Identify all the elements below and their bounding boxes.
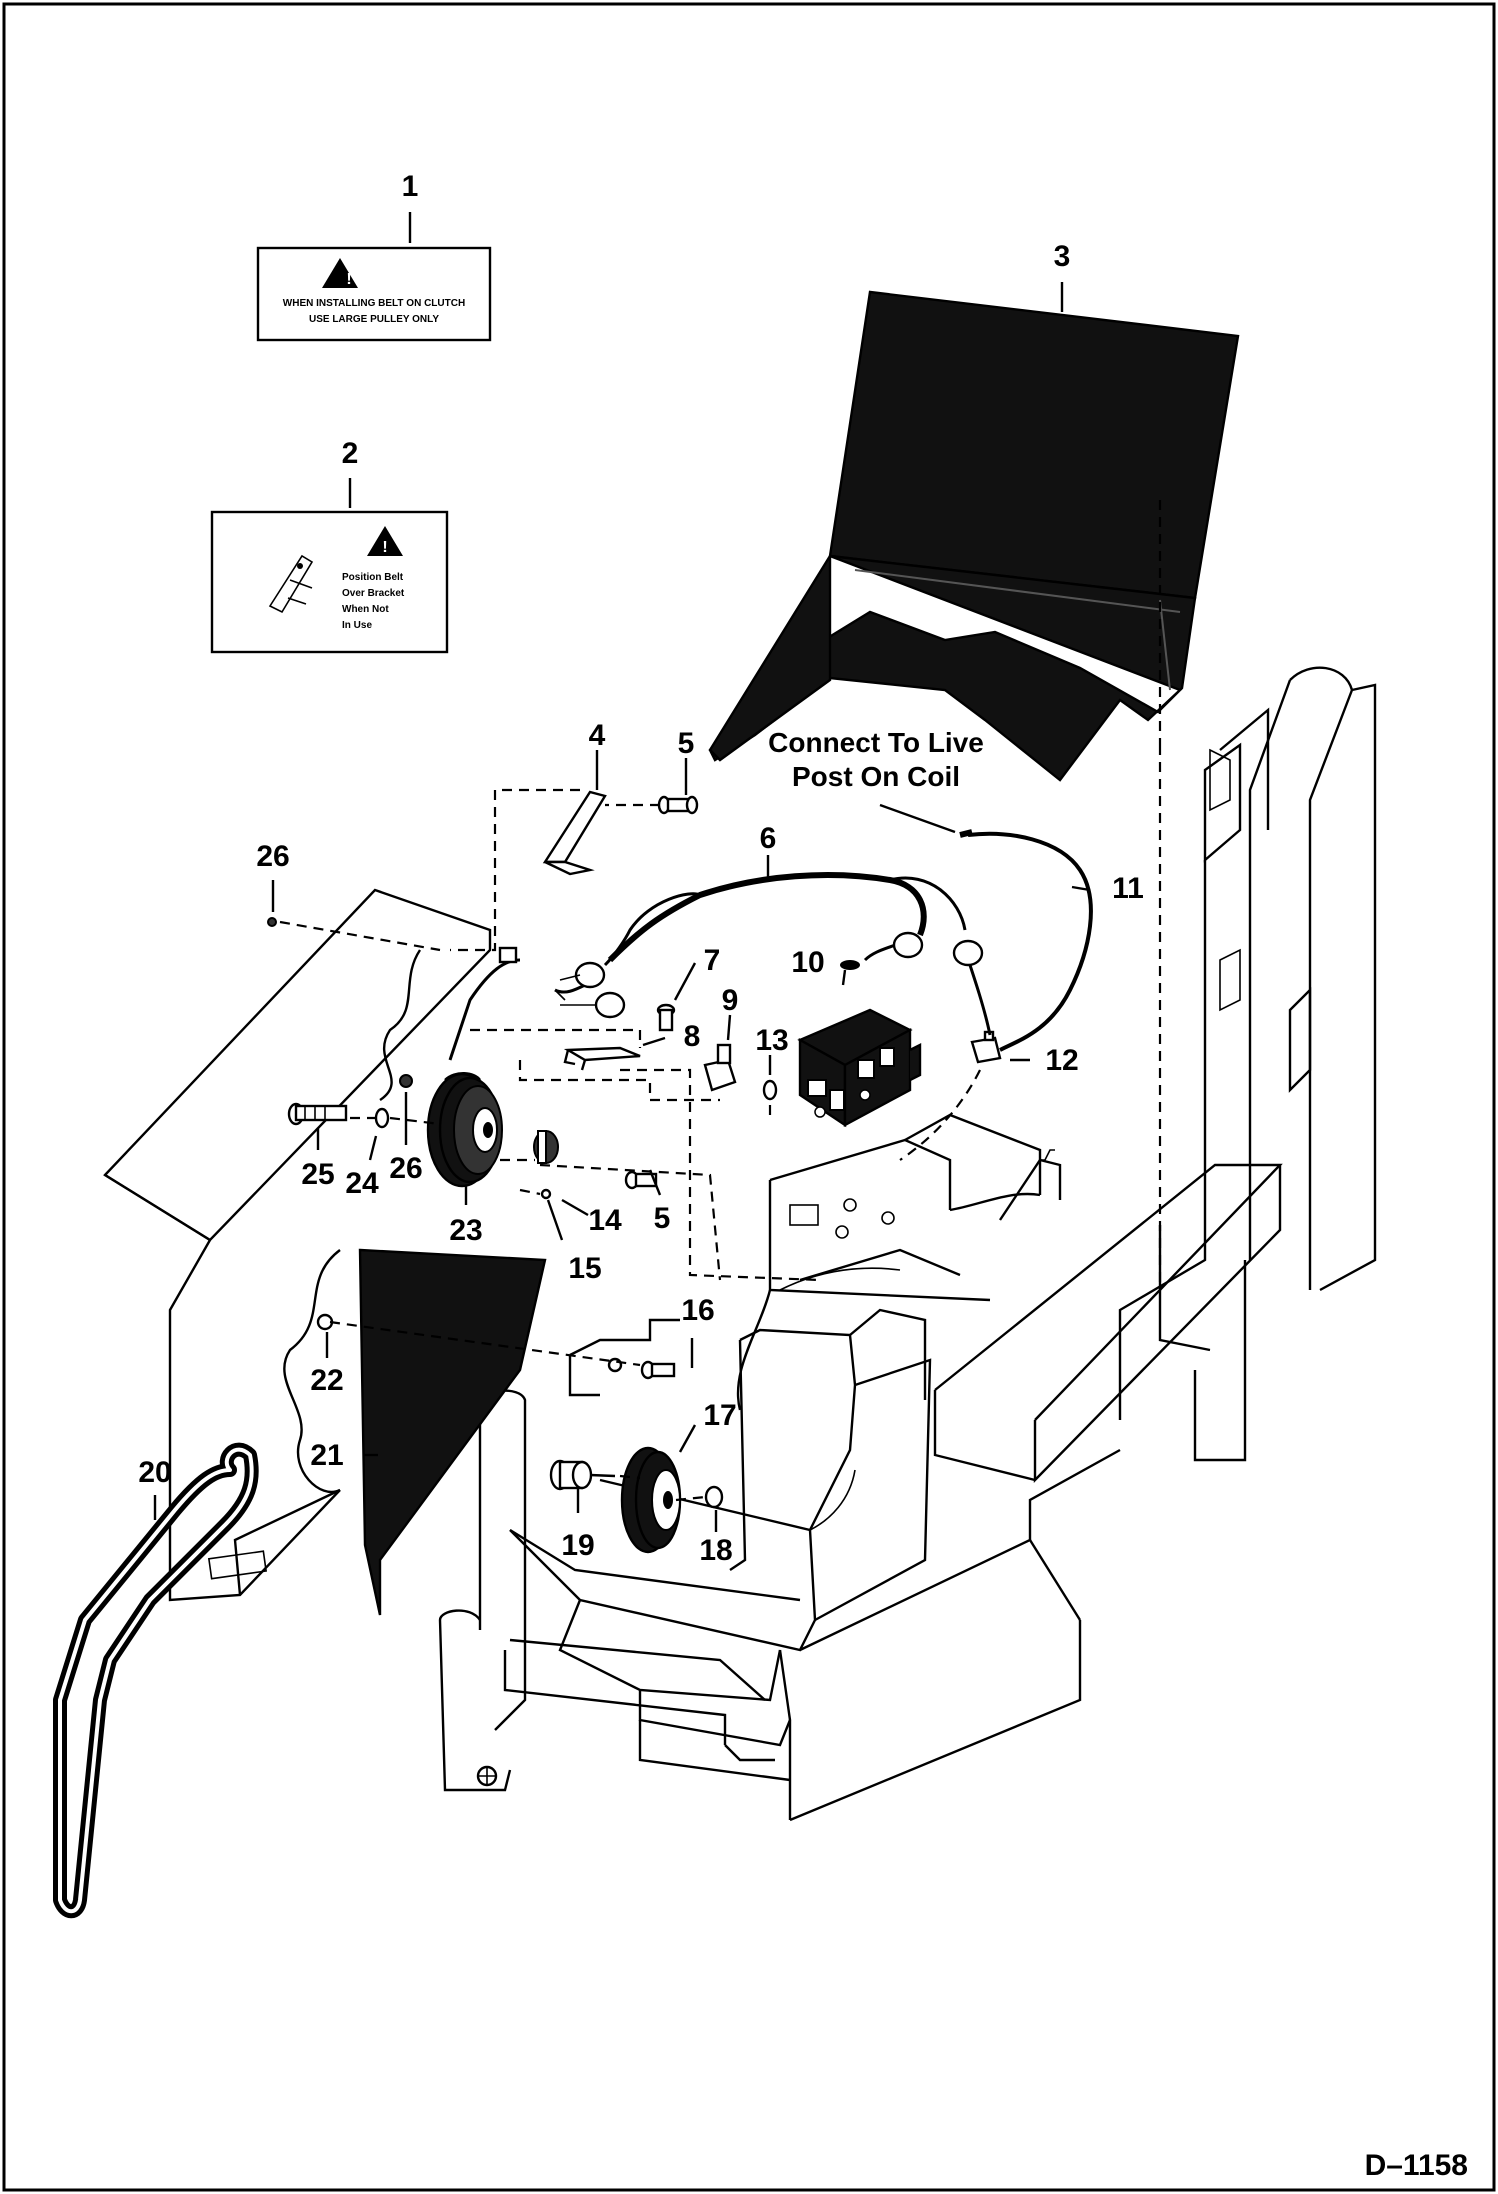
part-3-cover bbox=[708, 290, 1240, 782]
callout-14: 14 bbox=[588, 1204, 622, 1237]
part-23-clutch-pulley bbox=[426, 1072, 503, 1188]
part-26-nut-b bbox=[267, 917, 277, 927]
decal-belt-position: ! Position Belt Over Bracket When Not In… bbox=[210, 510, 449, 654]
callout-2: 2 bbox=[342, 437, 359, 470]
callout-24: 24 bbox=[345, 1167, 379, 1200]
callout-8: 8 bbox=[684, 1020, 701, 1053]
part-15-washer bbox=[540, 1188, 552, 1200]
callout-21: 21 bbox=[310, 1439, 343, 1472]
callout-6: 6 bbox=[760, 822, 777, 855]
part-13-oring bbox=[762, 1079, 778, 1101]
part-11-lead-wire bbox=[959, 829, 1093, 1052]
part-6-wiring-harness bbox=[448, 872, 992, 1061]
part-19-hub bbox=[549, 1459, 616, 1491]
part-18-nut bbox=[704, 1485, 724, 1509]
callout-3: 3 bbox=[1054, 240, 1071, 273]
wiring-note: Connect To Live Post On Coil bbox=[768, 727, 984, 834]
part-22-nut bbox=[316, 1313, 334, 1331]
left-side-shield bbox=[103, 888, 492, 1602]
part-21-belt-guard bbox=[358, 1248, 547, 1616]
decal-belt-clutch-warning: ! WHEN INSTALLING BELT ON CLUTCH USE LAR… bbox=[256, 246, 492, 342]
note-line-1: Connect To Live bbox=[768, 727, 984, 758]
svg-text:!: ! bbox=[382, 539, 387, 556]
decal-2-line-3: When Not bbox=[342, 604, 389, 615]
callout-22: 22 bbox=[310, 1364, 343, 1397]
part-17-pulley bbox=[620, 1446, 682, 1554]
callout-26-top: 26 bbox=[256, 840, 289, 873]
callout-13: 13 bbox=[755, 1024, 788, 1057]
belt-bracket-icon bbox=[268, 554, 314, 614]
part-10-valve bbox=[797, 1008, 922, 1128]
callout-1: 1 bbox=[402, 170, 419, 203]
part-4-bracket bbox=[542, 790, 607, 876]
callout-18: 18 bbox=[699, 1534, 732, 1567]
callout-19: 19 bbox=[561, 1529, 594, 1562]
part-26-nut-a bbox=[399, 1074, 413, 1088]
callout-26-low: 26 bbox=[389, 1152, 422, 1185]
part-5-bolt-top bbox=[657, 795, 699, 815]
part-24-lockwasher bbox=[374, 1107, 390, 1129]
part-8-bracket bbox=[563, 1046, 641, 1071]
callout-23: 23 bbox=[449, 1214, 482, 1247]
decal-2-line-4: In Use bbox=[342, 620, 372, 631]
callout-17: 17 bbox=[703, 1399, 736, 1432]
warning-triangle-icon bbox=[322, 258, 358, 288]
callout-leaders bbox=[153, 212, 1091, 1532]
callout-11: 11 bbox=[1112, 872, 1144, 905]
callout-5-mid: 5 bbox=[654, 1202, 671, 1235]
loader-frame bbox=[438, 666, 1377, 1822]
part-14-spacer bbox=[533, 1130, 559, 1164]
decal-2-line-1: Position Belt bbox=[342, 572, 404, 583]
part-16-bolt bbox=[640, 1360, 676, 1380]
part-16-hole bbox=[607, 1357, 623, 1373]
warning-triangle-icon bbox=[367, 526, 403, 556]
part-25-bolt bbox=[287, 1102, 348, 1126]
part-20-drive-belt bbox=[53, 1442, 259, 1919]
drawing-number: D–1158 bbox=[1365, 2149, 1468, 2182]
callout-7: 7 bbox=[704, 944, 721, 977]
callout-16: 16 bbox=[681, 1294, 714, 1327]
part-7-bolt bbox=[656, 1003, 676, 1032]
part-5-bolt-mid bbox=[624, 1170, 658, 1190]
decal-1-line-2: USE LARGE PULLEY ONLY bbox=[309, 314, 439, 325]
part-12-connector bbox=[970, 1030, 1002, 1064]
part-9-switch bbox=[703, 1043, 737, 1092]
decal-1-line-1: WHEN INSTALLING BELT ON CLUTCH bbox=[283, 298, 465, 309]
callout-9: 9 bbox=[722, 984, 739, 1017]
assembly-lines bbox=[279, 500, 1162, 1502]
callout-10: 10 bbox=[791, 946, 824, 979]
svg-text:!: ! bbox=[346, 271, 351, 288]
control-plate-slot bbox=[789, 1204, 819, 1226]
note-line-2: Post On Coil bbox=[792, 761, 960, 792]
callout-15: 15 bbox=[568, 1252, 601, 1285]
callout-numbers: 1 2 3 4 5 6 7 8 9 10 11 12 13 14 15 5 16… bbox=[138, 170, 1144, 1567]
callout-4: 4 bbox=[589, 719, 606, 752]
callout-5-top: 5 bbox=[678, 727, 695, 760]
callout-25: 25 bbox=[301, 1158, 334, 1191]
decal-2-line-2: Over Bracket bbox=[342, 588, 405, 599]
callout-12: 12 bbox=[1045, 1044, 1078, 1077]
callout-20: 20 bbox=[138, 1456, 171, 1489]
